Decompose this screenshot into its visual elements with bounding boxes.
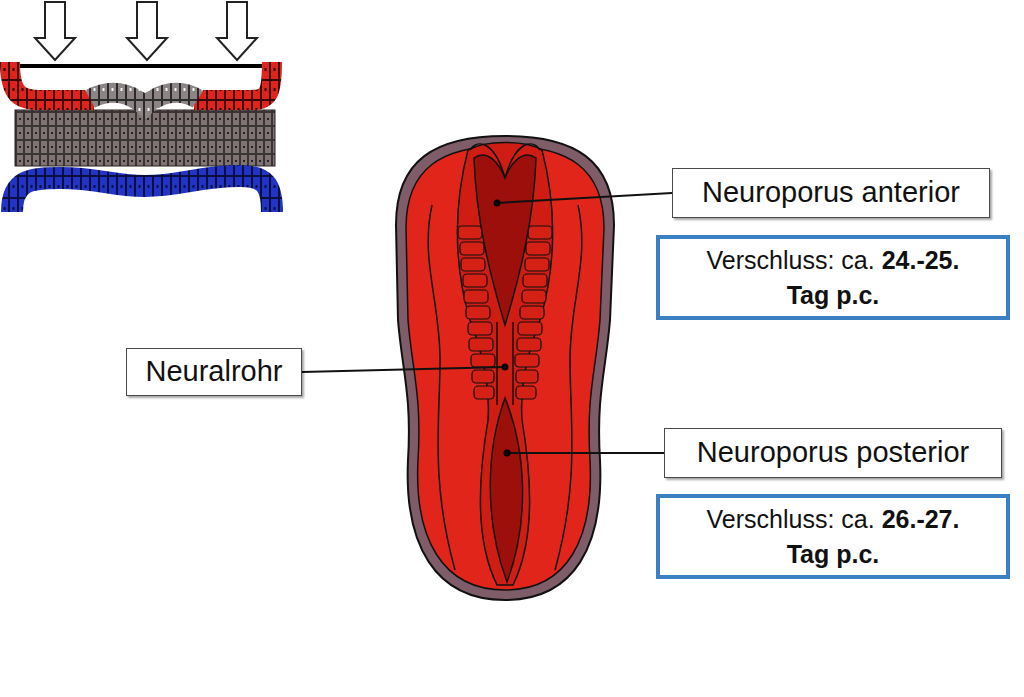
label-box: Neuralrohr	[126, 348, 302, 396]
leader-dot	[494, 200, 501, 207]
leader-line	[302, 367, 505, 372]
somite	[474, 386, 494, 399]
label-text: Neuroporus posterior	[697, 436, 969, 468]
pressure-arrow	[217, 2, 257, 60]
neural-plate	[90, 93, 198, 106]
neural-tube-wall	[512, 322, 514, 405]
date-box: Verschluss: ca.26.-27. Tag p.c.	[656, 494, 1010, 579]
text-wrap: Neuroporus posterior	[697, 436, 969, 469]
date-text: Verschluss: ca.	[707, 505, 875, 533]
posterior-neuropore	[490, 398, 522, 582]
anterior-neuropore	[474, 155, 536, 325]
label-text: Neuralrohr	[146, 355, 283, 387]
date-text: Tag p.c.	[707, 537, 960, 572]
label-box: Neuroporus anterior	[672, 168, 990, 218]
date-text: Tag p.c.	[707, 278, 960, 313]
somite	[463, 274, 487, 287]
somite	[516, 386, 536, 399]
lateral-line	[428, 205, 455, 570]
lateral-line	[555, 205, 582, 570]
somite	[525, 258, 549, 271]
date-text: 24.-25.	[882, 246, 960, 274]
ectoderm-layer	[10, 62, 94, 100]
somite	[520, 306, 544, 319]
endoderm-layer	[12, 176, 272, 212]
leader-dot	[502, 364, 509, 371]
somite	[468, 322, 492, 335]
somite	[464, 290, 488, 303]
label-box: Neuroporus posterior	[664, 428, 1002, 478]
pressure-bar	[18, 64, 270, 68]
somite	[461, 258, 485, 271]
somite	[472, 370, 494, 383]
pressure-arrow	[127, 2, 167, 60]
leader-line	[497, 193, 672, 203]
text-wrap: Neuroporus anterior	[702, 176, 960, 209]
somite	[522, 290, 546, 303]
neural-tube-wall	[496, 322, 498, 405]
text-wrap: Verschluss: ca.26.-27. Tag p.c.	[707, 502, 960, 571]
somite	[471, 354, 495, 367]
leader-line	[507, 452, 664, 454]
label-text: Neuroporus anterior	[702, 176, 960, 208]
leader-dot	[504, 450, 511, 457]
somite	[515, 354, 539, 367]
neural-fold	[457, 143, 552, 586]
somite	[518, 322, 542, 335]
text-wrap: Neuralrohr	[146, 355, 283, 388]
pressure-arrow	[35, 2, 75, 60]
somite	[528, 226, 552, 239]
somite	[526, 242, 550, 255]
somite	[469, 338, 493, 351]
date-text: 26.-27.	[882, 505, 960, 533]
somite	[466, 306, 490, 319]
somite	[523, 274, 547, 287]
ectoderm-layer	[194, 62, 272, 100]
date-text: Verschluss: ca.	[707, 246, 875, 274]
text-wrap: Verschluss: ca.24.-25. Tag p.c.	[707, 243, 960, 312]
somite	[516, 370, 538, 383]
date-box: Verschluss: ca.24.-25. Tag p.c.	[656, 235, 1010, 320]
somite	[517, 338, 541, 351]
somite	[460, 242, 484, 255]
somite	[458, 226, 482, 239]
